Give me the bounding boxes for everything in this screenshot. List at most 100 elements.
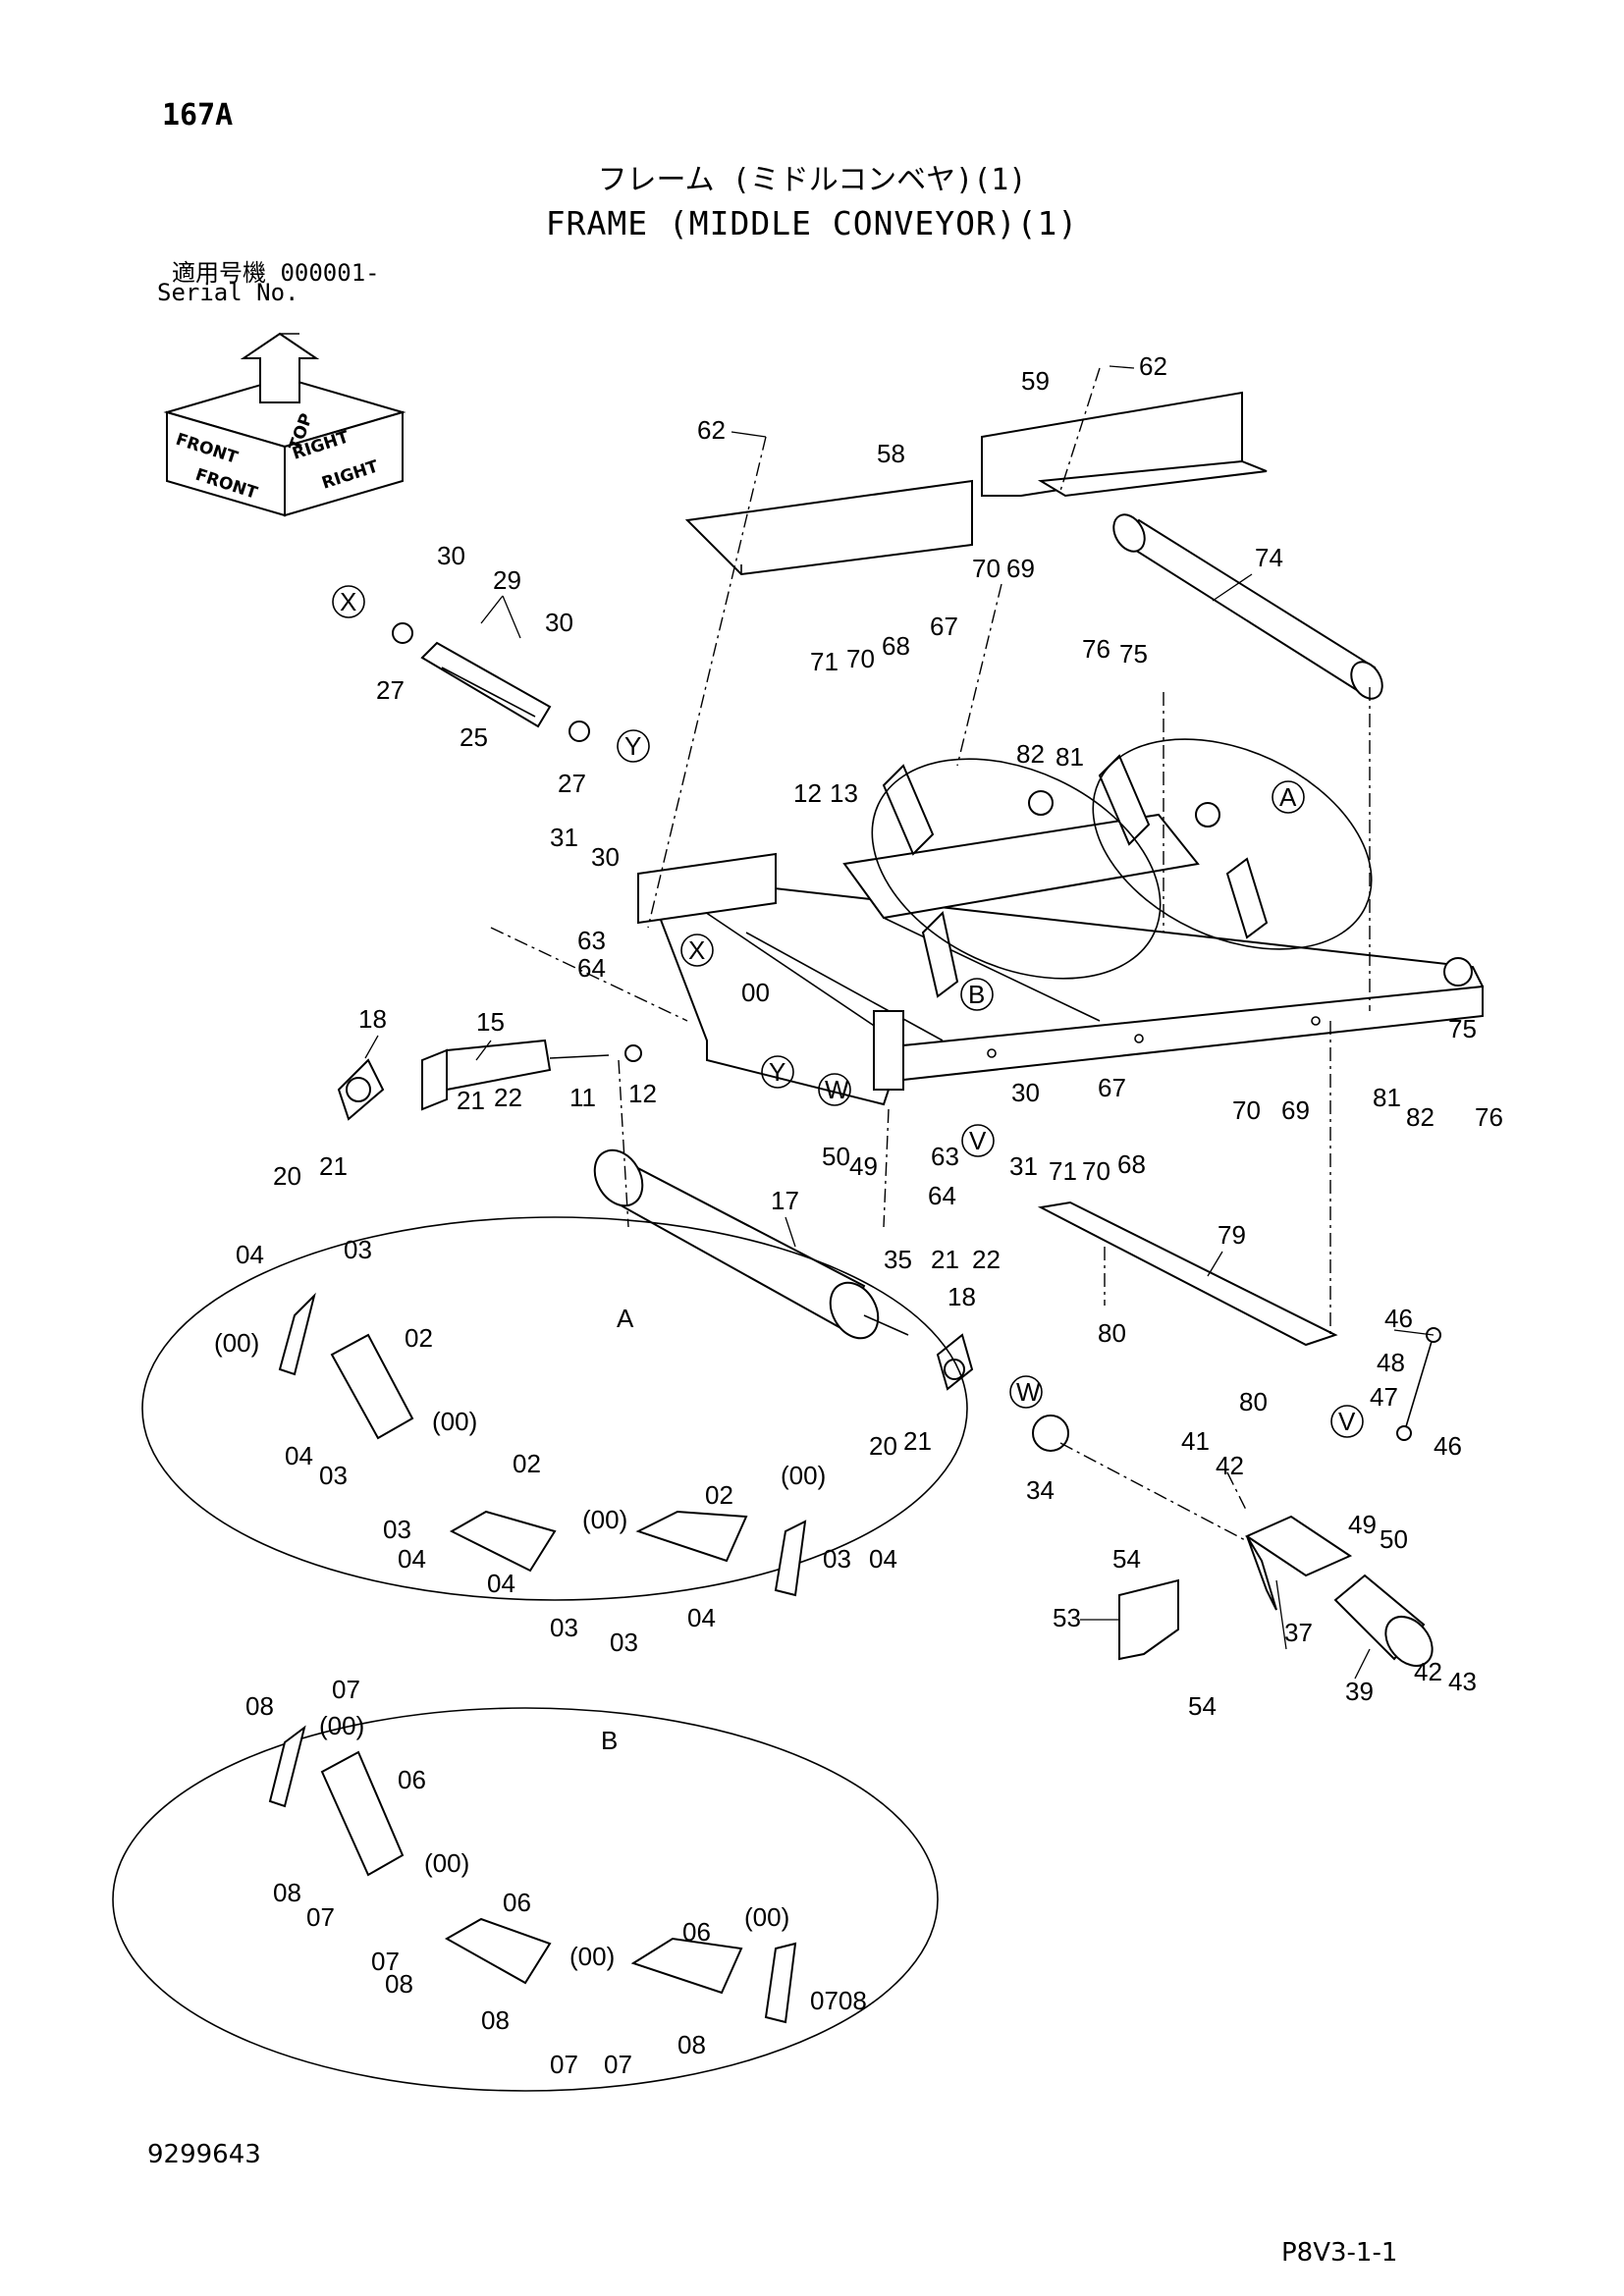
callout: 21: [931, 1245, 959, 1274]
shaft-assembly-25: [392, 622, 590, 742]
callout: 70: [1232, 1095, 1261, 1125]
sheet-reference: P8V3-1-1: [1281, 2238, 1398, 2268]
callout: 49: [849, 1151, 878, 1181]
callout: 75: [1448, 1014, 1477, 1043]
callout: 03: [610, 1628, 638, 1657]
callout: 53: [1053, 1603, 1081, 1632]
callout: 76: [1475, 1102, 1503, 1132]
callout: 08: [677, 2030, 706, 2059]
ref-x-2: X: [688, 935, 705, 965]
callout: 54: [1112, 1544, 1141, 1574]
callout: 37: [1284, 1618, 1313, 1647]
callout: 82: [1406, 1102, 1435, 1132]
detail-marker-b: B: [968, 980, 985, 1009]
callout: 46: [1384, 1304, 1413, 1333]
callout: (00): [319, 1711, 364, 1740]
callout: 75: [1119, 639, 1148, 668]
callout: 69: [1281, 1095, 1310, 1125]
callout: 02: [405, 1323, 433, 1353]
callout: 13: [830, 778, 858, 808]
callout: 63: [577, 926, 606, 955]
callout: 04: [487, 1569, 515, 1598]
callout: 15: [476, 1007, 505, 1037]
callout: 12: [793, 778, 822, 808]
callout: 70: [1082, 1156, 1110, 1186]
bracket-37: [1244, 1515, 1353, 1611]
callout: 02: [513, 1449, 541, 1478]
detail-marker-a: A: [1279, 782, 1297, 812]
callout: 70: [846, 644, 875, 673]
callout: 46: [1434, 1431, 1462, 1461]
ref-w-1: W: [825, 1075, 849, 1104]
link-48: [1396, 1327, 1441, 1441]
callout: 27: [558, 769, 586, 798]
callout: 27: [376, 675, 405, 705]
motor-39: [1333, 1574, 1434, 1668]
coupling-34: [1032, 1415, 1069, 1452]
callout: 08: [273, 1878, 301, 1907]
detail-view-a: [278, 1292, 807, 1597]
callout: 20: [869, 1431, 897, 1461]
title-japanese: フレーム (ミドルコンベヤ)(1): [597, 163, 1027, 197]
ref-x-1: X: [340, 587, 356, 616]
callout: 25: [460, 722, 488, 752]
callout: 07: [604, 2050, 632, 2079]
detail-circle-b: [871, 758, 1162, 980]
page-number: 167A: [162, 98, 234, 133]
callout: 47: [1370, 1382, 1398, 1412]
callout: 68: [1117, 1149, 1146, 1179]
callout: 35: [884, 1245, 912, 1274]
callout: 80: [1098, 1318, 1126, 1348]
detail-view-b-outline: [112, 1707, 939, 2092]
callout: 42: [1216, 1451, 1244, 1480]
angle-79: [1037, 1201, 1338, 1347]
callout: 34: [1026, 1475, 1055, 1505]
serial-label-japanese: 適用号機 000001-: [172, 259, 380, 287]
callout: 39: [1345, 1677, 1374, 1706]
title-english: FRAME (MIDDLE CONVEYOR)(1): [545, 204, 1079, 242]
callout: 08: [245, 1691, 274, 1721]
callout: 12: [628, 1079, 657, 1108]
callout: 67: [1098, 1073, 1126, 1102]
callout: 62: [697, 415, 726, 445]
callout: 29: [493, 565, 521, 595]
bearing-18-left: [337, 1058, 385, 1121]
roller-74: [1112, 513, 1383, 700]
callout: 22: [494, 1083, 522, 1112]
callout: 71: [1049, 1156, 1077, 1186]
callout: 30: [591, 842, 620, 872]
callout: 03: [383, 1515, 411, 1544]
callout: 81: [1373, 1083, 1401, 1112]
callouts-detail-a: 04 03 (00) 02 04 03 (00) 02 03 04 (00) 0…: [214, 1235, 897, 1657]
callout: 76: [1082, 634, 1110, 664]
callout: 69: [1006, 554, 1035, 583]
callout: 67: [930, 612, 958, 641]
callout: 31: [1009, 1151, 1038, 1181]
callout: 79: [1218, 1220, 1246, 1250]
callout: 30: [1011, 1078, 1040, 1107]
callout: 68: [882, 631, 910, 661]
callout: 06: [398, 1765, 426, 1794]
orientation-cube: FRONT FRONT RIGHT RIGHT TOP: [163, 332, 406, 517]
detail-view-a-outline: [141, 1216, 968, 1601]
callout: (00): [781, 1461, 826, 1490]
detail-view-b-label: B: [601, 1726, 618, 1755]
callout: 17: [771, 1186, 799, 1215]
callout: 48: [1377, 1348, 1405, 1377]
callout: 81: [1056, 742, 1084, 772]
callout: 30: [437, 541, 465, 570]
callout: 58: [877, 439, 905, 468]
callout: 22: [972, 1245, 1001, 1274]
callout: 00: [741, 978, 770, 1007]
callout: 63: [931, 1142, 959, 1171]
callout: 18: [947, 1282, 976, 1311]
detail-circle-a: [1092, 738, 1373, 950]
callout: 18: [358, 1004, 387, 1034]
callout: 70: [972, 554, 1001, 583]
detail-view-b: [268, 1725, 797, 2024]
pulley-17: [593, 1148, 909, 1340]
ref-y-1: Y: [624, 731, 641, 761]
callout: 06: [503, 1888, 531, 1917]
callout: 64: [928, 1181, 956, 1210]
